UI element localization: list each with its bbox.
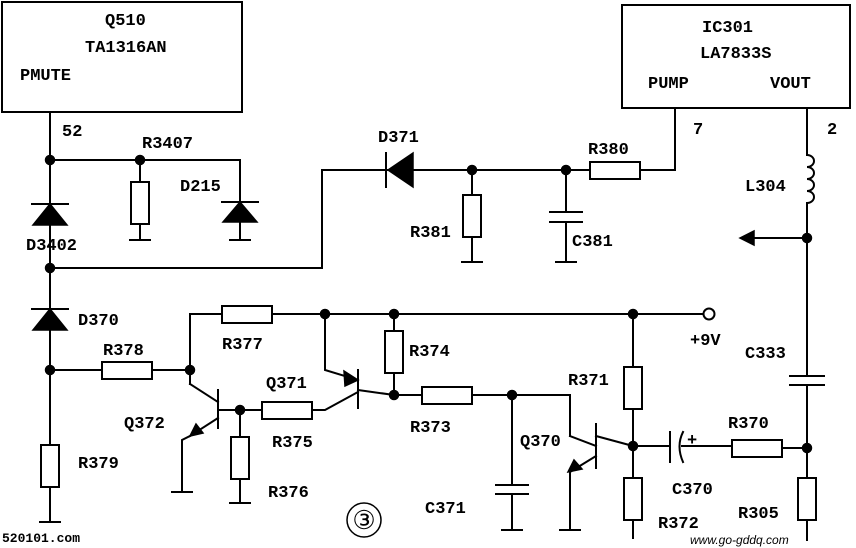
label-r381: R381: [410, 224, 451, 243]
inductor-l304: [805, 153, 815, 205]
q371-collector: [324, 313, 360, 382]
q372-collector: [188, 382, 220, 404]
label-q510-ref: Q510: [105, 12, 146, 31]
diode-d215: [221, 200, 259, 223]
label-r3407: R3407: [142, 135, 193, 154]
diode-d370: [31, 307, 69, 331]
wire-q370-base-link: [568, 434, 598, 448]
q370-emitter-arrow: [566, 458, 584, 474]
label-q510-pmute: PMUTE: [20, 67, 71, 86]
label-r375: R375: [272, 434, 313, 453]
label-d215: D215: [180, 178, 221, 197]
label-r377: R377: [222, 336, 263, 355]
arrow-output: [738, 229, 755, 247]
wire-pump: [639, 107, 676, 171]
label-q371: Q371: [266, 375, 307, 394]
wire-q372-e-gnd: [181, 434, 192, 493]
label-pin-2: 2: [827, 121, 837, 140]
label-q372: Q372: [124, 415, 165, 434]
resistor-r377: [221, 305, 273, 324]
label-r380: R380: [588, 141, 629, 160]
wire-r377-left: [189, 313, 223, 371]
wire-r373-q370: [471, 394, 571, 425]
terminal-9v: [702, 307, 716, 321]
label-q370: Q370: [520, 433, 561, 452]
label-d370: D370: [78, 312, 119, 331]
watermark-right: www.go-gddq.com: [690, 533, 789, 547]
resistor-r371: [623, 366, 643, 410]
label-d3402: D3402: [26, 237, 77, 256]
label-r373: R373: [410, 419, 451, 438]
q371-emitter-arrow: [343, 369, 360, 388]
resistor-r305: [797, 477, 817, 521]
label-r371: R371: [568, 372, 609, 391]
resistor-r381: [462, 194, 482, 238]
resistor-r375: [261, 401, 313, 420]
resistor-r3407: [130, 181, 150, 225]
diode-d371: [386, 151, 414, 189]
resistor-r370: [731, 439, 783, 458]
label-r376: R376: [268, 484, 309, 503]
label-ic301-pump: PUMP: [648, 75, 689, 94]
wire-r375-q371: [311, 390, 360, 411]
label-r374: R374: [409, 343, 450, 362]
wire-pmute-branch: [49, 159, 241, 203]
label-pin-7: 7: [693, 121, 703, 140]
resistor-r378: [101, 361, 153, 380]
diode-d3402: [31, 202, 69, 226]
resistor-r374: [384, 330, 404, 374]
resistor-r372: [623, 477, 643, 521]
q372-emitter-arrow: [188, 422, 205, 438]
label-l304: L304: [745, 178, 786, 197]
label-ic301-part: LA7833S: [700, 45, 771, 64]
label-c371: C371: [425, 500, 466, 519]
label-r372: R372: [658, 515, 699, 534]
label-c370-polarity: +: [687, 432, 697, 451]
resistor-r373: [421, 386, 473, 405]
label-r378: R378: [103, 342, 144, 361]
q371-emitter: [356, 388, 396, 397]
label-r379: R379: [78, 455, 119, 474]
label-q510-part: TA1316AN: [85, 39, 167, 58]
ic-q510-block: [1, 1, 243, 113]
wire-to-d371: [49, 169, 389, 269]
cap-c370-plate2: [678, 430, 685, 464]
figure-number-ring: [346, 502, 382, 538]
label-d371: D371: [378, 129, 419, 148]
label-supply-9v: +9V: [690, 332, 721, 351]
label-c333: C333: [745, 345, 786, 364]
label-c370: C370: [672, 481, 713, 500]
resistor-r379: [40, 444, 60, 488]
label-pin-52: 52: [62, 123, 82, 142]
ic-ic301-block: [621, 4, 851, 109]
figure-number: ③: [352, 506, 375, 535]
label-r370: R370: [728, 415, 769, 434]
label-r305: R305: [738, 505, 779, 524]
resistor-r380: [589, 161, 641, 180]
label-ic301-ref: IC301: [702, 19, 753, 38]
label-ic301-vout: VOUT: [770, 75, 811, 94]
watermark-left: 520101.com: [2, 531, 80, 546]
label-c381: C381: [572, 233, 613, 252]
resistor-r376: [230, 436, 250, 480]
q370-collector: [594, 434, 635, 448]
